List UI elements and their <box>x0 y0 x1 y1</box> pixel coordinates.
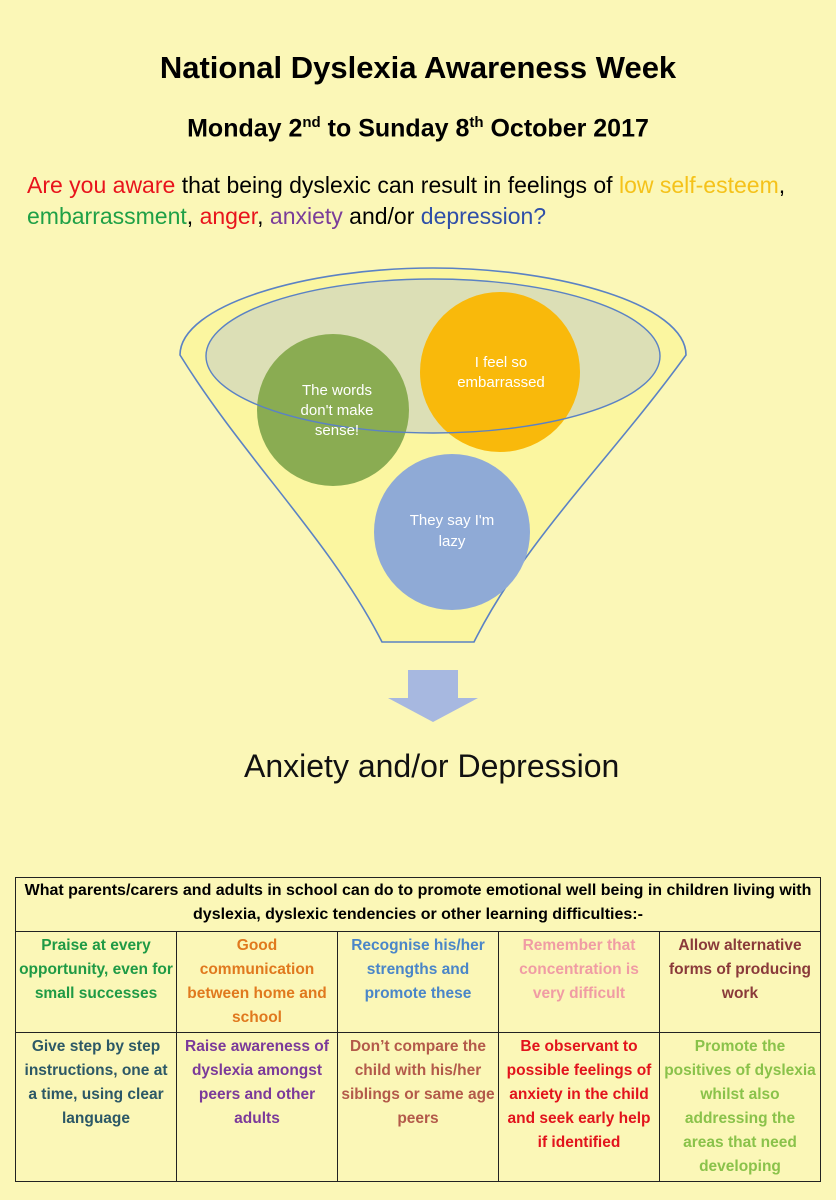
intro-depression: depression? <box>420 203 547 229</box>
tip-cell: Don’t compare the child with his/her sib… <box>337 1032 499 1182</box>
yellow-circle-line2: embarrassed <box>457 374 545 391</box>
rim-outline <box>205 278 661 434</box>
tips-table: What parents/carers and adults in school… <box>15 877 821 1182</box>
intro-comma1: , <box>778 172 786 198</box>
circle-they-say-lazy <box>374 454 530 610</box>
intro-comma3: , <box>257 203 270 229</box>
funnel-diagram: The words don't make sense! I feel so em… <box>179 267 687 722</box>
green-circle-line1: The words <box>302 382 372 399</box>
tip-cell: Give step by step instructions, one at a… <box>15 1032 177 1182</box>
intro-embarrassment: embarrassment <box>27 203 187 229</box>
down-arrow-icon <box>388 670 478 722</box>
tip-cell: Promote the positives of dyslexia whilst… <box>659 1032 821 1182</box>
intro-anxiety: anxiety <box>269 203 343 229</box>
tips-row-1: Praise at every opportunity, even for sm… <box>15 931 821 1033</box>
tip-cell: Allow alternative forms of producing wor… <box>659 931 821 1033</box>
circle-words-dont-make-sense <box>257 334 409 486</box>
tip-cell: Remember that concentration is very diff… <box>498 931 660 1033</box>
tip-cell: Praise at every opportunity, even for sm… <box>15 931 177 1033</box>
tip-cell: Raise awareness of dyslexia amongst peer… <box>176 1032 338 1182</box>
subtitle-part1: Monday 2 <box>187 114 303 143</box>
subtitle-sup1: nd <box>302 114 321 131</box>
tips-table-header: What parents/carers and adults in school… <box>15 877 821 932</box>
green-circle-line2: don't make <box>301 402 374 419</box>
yellow-circle-line1: I feel so <box>475 354 528 371</box>
event-dates: Monday 2nd to Sunday 8th October 2017 <box>0 114 836 143</box>
tip-cell: Be observant to possible feelings of anx… <box>498 1032 660 1182</box>
blue-circle-line2: lazy <box>439 533 466 550</box>
intro-text2: and/or <box>342 203 421 229</box>
outcome-label: Anxiety and/or Depression <box>244 748 620 784</box>
tips-row-2: Give step by step instructions, one at a… <box>15 1032 821 1182</box>
subtitle-part3: October 2017 <box>483 114 649 143</box>
intro-low-self-esteem: low self-esteem <box>618 172 779 198</box>
subtitle-sup2: th <box>469 114 484 131</box>
intro-text1: that being dyslexic can result in feelin… <box>175 172 619 198</box>
page-title: National Dyslexia Awareness Week <box>159 50 677 85</box>
intro-lead: Are you aware <box>27 172 176 198</box>
subtitle-part2: to Sunday 8 <box>320 114 470 143</box>
green-circle-line3: sense! <box>315 422 359 439</box>
tip-cell: Good communication between home and scho… <box>176 931 338 1033</box>
circle-embarrassed <box>420 292 580 452</box>
intro-comma2: , <box>186 203 200 229</box>
tip-cell: Recognise his/her strengths and promote … <box>337 931 499 1033</box>
intro-anger: anger <box>199 203 258 229</box>
blue-circle-line1: They say I'm <box>410 512 495 529</box>
intro-question: Are you aware that being dyslexic can re… <box>27 170 807 232</box>
